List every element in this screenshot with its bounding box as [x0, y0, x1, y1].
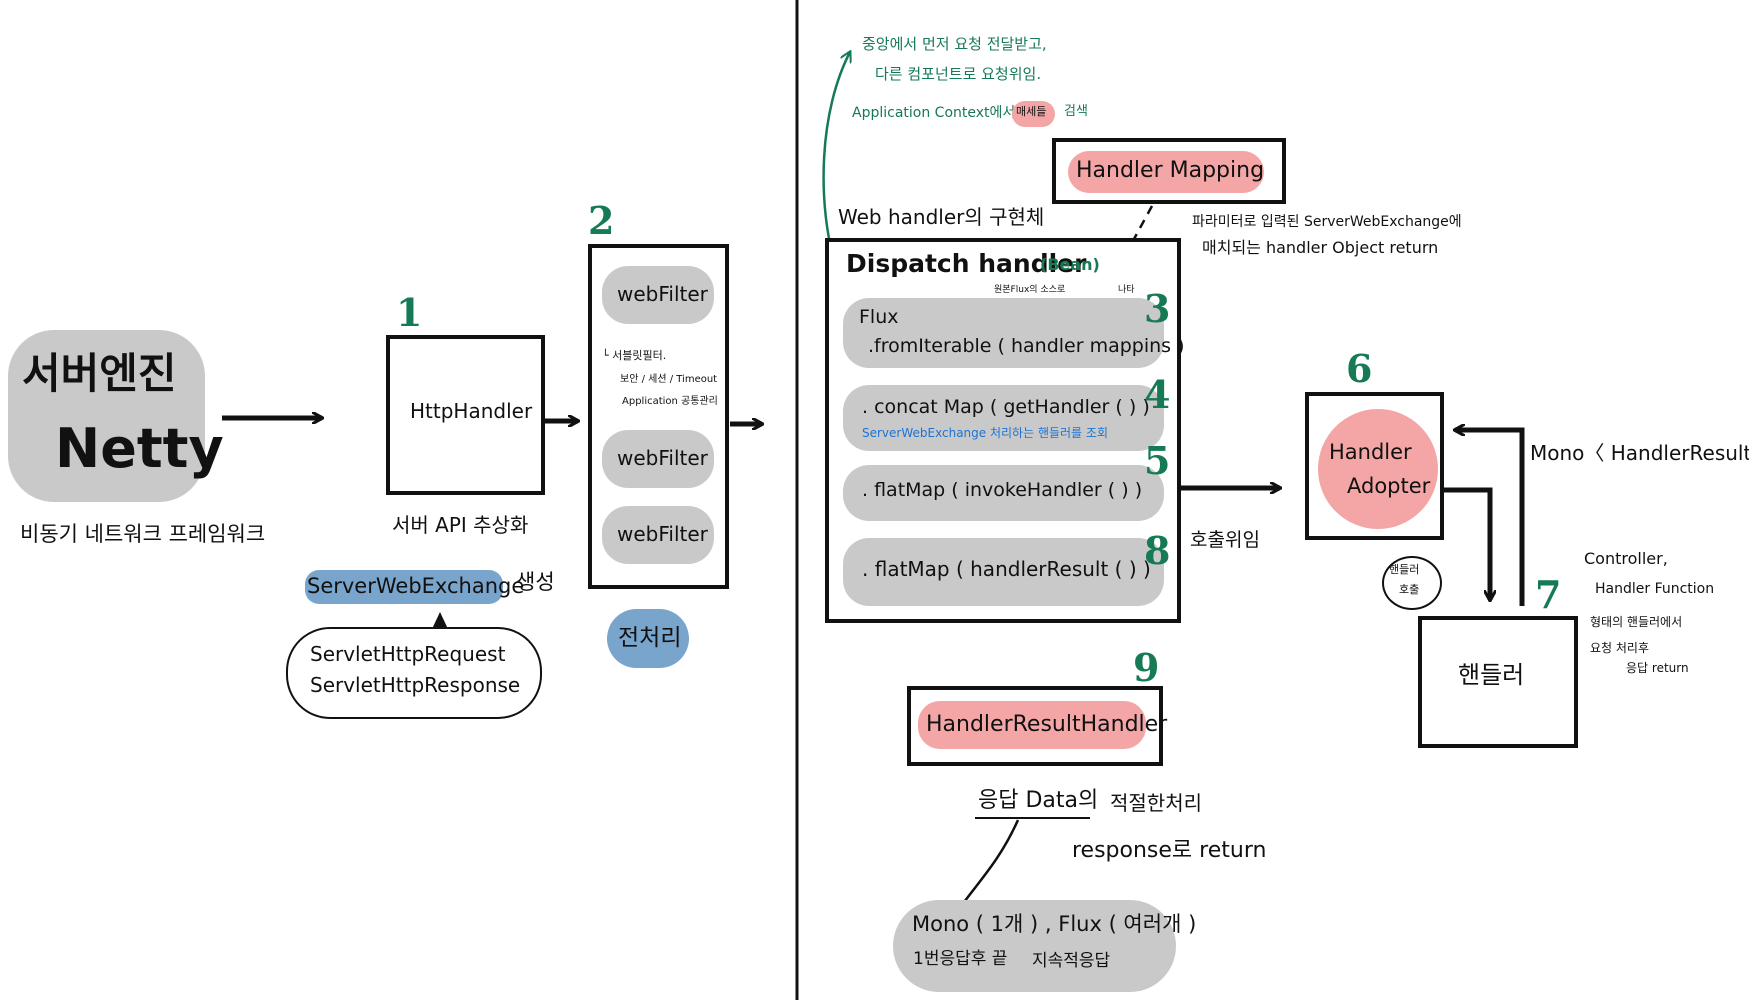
dispatch-bean: (Bean)	[1040, 255, 1100, 274]
server-engine-caption: 비동기 네트워크 프레임워크	[20, 522, 266, 546]
serverwebexchange-highlight	[305, 570, 503, 604]
mono-flux-line2b: 지속적응답	[1032, 951, 1111, 971]
servlet-request-text: ServletHttpRequest	[310, 642, 506, 666]
handler-call-bubble	[1382, 556, 1442, 610]
flux-step-line1: Flux	[859, 306, 899, 328]
server-engine-title: 서버엔진	[22, 349, 177, 398]
dispatch-title: Dispatch handler	[846, 249, 1087, 278]
top-note-line3: Application Context에서	[852, 105, 1016, 121]
step-number-9: 9	[1133, 645, 1160, 690]
preprocess-blob	[607, 609, 689, 668]
handler-mapping-note-2: 매치되는 handler Object return	[1202, 238, 1439, 257]
arrow-handler-to-adapter	[1455, 430, 1525, 606]
step-number-6: 6	[1346, 346, 1373, 391]
invoke-step-pill	[843, 465, 1164, 521]
webfilter-label-2: webFilter	[617, 446, 708, 470]
delegate-call-label: 호출위임	[1190, 529, 1260, 551]
step-number-3: 3	[1144, 286, 1171, 331]
handler-mapping-label: Handler Mapping	[1076, 158, 1265, 183]
invoke-step-line1: . flatMap ( invokeHandler ( ) )	[862, 479, 1143, 501]
top-note-search: 검색	[1064, 104, 1088, 119]
top-note-line2: 다른 컴포넌트로 요청위임.	[875, 65, 1042, 83]
webfilter-pill-3	[602, 506, 714, 564]
result-handler-label: HandlerResultHandler	[926, 712, 1168, 737]
handler-mapping-highlight	[1068, 151, 1264, 193]
handler-note-5: 응답 return	[1626, 661, 1689, 675]
result-caption-2: response로 return	[1072, 838, 1267, 863]
dispatch-small-note-2: 나타	[1118, 285, 1135, 295]
concatmap-step-line1: . concat Map ( getHandler ( ) )	[862, 396, 1150, 418]
result-handler-highlight	[918, 701, 1146, 749]
serverwebexchange-text: ServerWebExchange	[307, 574, 525, 598]
webfilter-pill-2	[602, 430, 714, 488]
flux-step-line2: .fromIterable ( handler mappins )	[868, 335, 1185, 357]
handler-box	[1418, 616, 1578, 748]
handler-note-2: Handler Function	[1595, 581, 1715, 597]
filter-note-3: Application 공통관리	[622, 396, 718, 407]
result-caption-underlined: 응답 Data의	[978, 788, 1099, 813]
mono-flux-blob	[893, 900, 1176, 992]
top-note-highlight-bg	[1012, 101, 1055, 127]
handler-result-return: Mono〈 HandlerResult 〉	[1530, 441, 1749, 465]
step-number-4: 4	[1144, 372, 1171, 417]
result-step-line1: . flatMap ( handlerResult ( ) )	[862, 557, 1151, 581]
filter-note-2: 보안 / 세션 / Timeout	[620, 374, 718, 385]
step-number-1: 1	[396, 290, 423, 335]
handler-adapter-circle	[1318, 409, 1438, 529]
step-number-7: 7	[1535, 572, 1562, 617]
leader-line-result	[960, 819, 1020, 906]
handler-call-line1: 핸들러	[1389, 563, 1420, 576]
concatmap-step-pill	[843, 385, 1164, 451]
result-step-pill	[843, 538, 1164, 606]
result-caption-1: 적절한처리	[1110, 791, 1202, 815]
httphandler-caption: 서버 API 추상화	[392, 513, 529, 537]
handler-note-3: 형태의 핸들러에서	[1590, 615, 1683, 629]
server-engine-netty: Netty	[55, 417, 224, 480]
serverwebexchange-create: 생성	[516, 570, 555, 594]
dispatch-heading: Web handler의 구현체	[838, 205, 1045, 229]
mono-flux-line2a: 1번응답후 끝	[913, 949, 1008, 969]
top-note-highlight: 매세들	[1016, 105, 1047, 118]
servlet-response-text: ServletHttpResponse	[310, 673, 521, 697]
servlet-bubble-tail	[432, 612, 448, 629]
handler-note-1: Controller,	[1584, 549, 1668, 568]
concatmap-step-line2: ServerWebExchange 처리하는 핸들러를 조회	[862, 426, 1108, 440]
handler-label: 핸들러	[1458, 661, 1525, 689]
webfilter-pill-1	[602, 266, 714, 324]
httphandler-label: HttpHandler	[410, 399, 533, 423]
servlet-speech-bubble	[286, 627, 542, 719]
webfilter-label-3: webFilter	[617, 522, 708, 546]
dispatch-small-note: 원본Flux의 소스로	[994, 285, 1066, 295]
server-engine-blob	[8, 330, 205, 502]
filter-note-1: └ 서블릿필터.	[602, 349, 667, 362]
handler-note-4: 요청 처리후	[1590, 641, 1650, 655]
handler-call-line2: 호출	[1399, 583, 1420, 596]
webfilter-label-1: webFilter	[617, 282, 708, 306]
step-number-8: 8	[1144, 528, 1171, 573]
mono-flux-line1: Mono ( 1개 ) , Flux ( 여러개 )	[912, 912, 1197, 936]
handler-mapping-note-1: 파라미터로 입력된 ServerWebExchange에	[1192, 214, 1462, 230]
step-number-5: 5	[1144, 438, 1171, 483]
handler-adapter-line1: Handler	[1329, 440, 1412, 464]
handler-adapter-line2: Adopter	[1347, 474, 1431, 498]
arrow-adapter-to-handler	[1444, 487, 1490, 600]
top-note-line1: 중앙에서 먼저 요청 전달받고,	[862, 35, 1047, 53]
flux-step-pill	[843, 298, 1164, 368]
step-number-2: 2	[588, 198, 615, 243]
httphandler-box	[386, 335, 545, 495]
preprocess-caption: 전처리	[618, 625, 682, 651]
